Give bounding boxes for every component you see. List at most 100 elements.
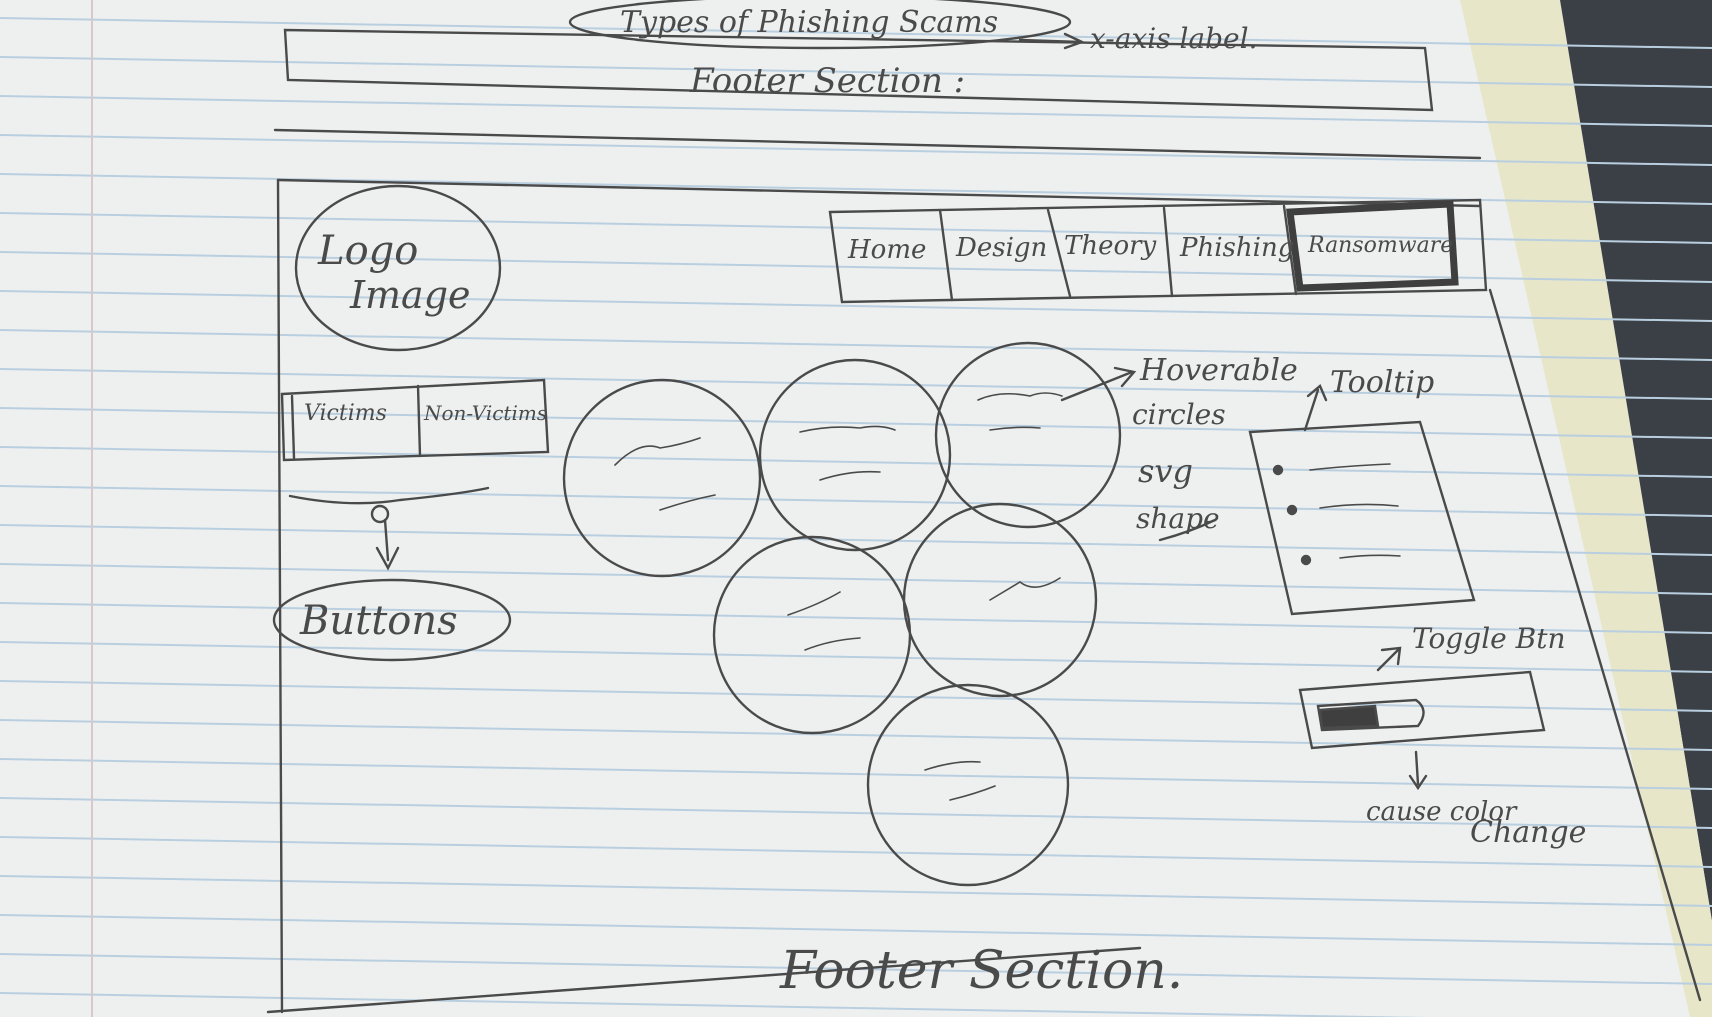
notebook-cover-edge: [1460, 0, 1712, 1017]
section-divider-2: [276, 178, 1482, 208]
circle-scribble: [924, 760, 996, 801]
tooltip-line: [1319, 503, 1399, 509]
ruled-line: [0, 407, 1712, 439]
circle-scribble: [614, 437, 716, 511]
nav-divider-1: [938, 208, 954, 302]
nav-bar: [828, 198, 1488, 304]
ruled-line: [0, 797, 1712, 829]
logo-text-line-1[interactable]: Logo: [317, 228, 418, 274]
tooltip-bullet: [1286, 504, 1298, 516]
toggle-knob[interactable]: [1318, 704, 1380, 730]
annotation-toggle: Toggle Btn: [1412, 622, 1566, 655]
segment-victims[interactable]: Victims: [304, 401, 387, 426]
main-frame: [276, 178, 1702, 1014]
footer-line: [266, 946, 1142, 1014]
annotation-svg-line-1: svg: [1138, 452, 1193, 490]
ruled-line: [0, 56, 1712, 88]
ruled-lines: [0, 17, 1712, 1017]
segment-toggle-frame: [280, 378, 550, 462]
toggle-track[interactable]: [1316, 698, 1425, 732]
hover-circle-1[interactable]: [562, 378, 762, 578]
nav-item-ransomware[interactable]: Ransomware: [1307, 233, 1453, 258]
tooltip-bullet: [1300, 554, 1312, 566]
ruled-line: [0, 992, 1427, 1017]
annotation-circles-line-2: circles: [1132, 398, 1226, 431]
toggle-arrow: [1376, 646, 1402, 672]
annotation-circles-line-1: Hoverable: [1139, 353, 1298, 388]
tooltip-line: [1339, 554, 1401, 559]
hover-circle-6[interactable]: [866, 683, 1070, 887]
segment-non-victims[interactable]: Non-Victims: [423, 401, 547, 425]
ruled-line: [0, 524, 1712, 556]
logo-text-line-2[interactable]: Image: [349, 273, 471, 317]
top-title-oval: [568, 0, 1072, 50]
buttons-label[interactable]: Buttons: [299, 598, 458, 644]
handwriting: Types of Phishing Scams x-axis label. Fo…: [299, 5, 1586, 1001]
connector-node: [370, 504, 390, 524]
dark-background: [1560, 0, 1712, 920]
ruled-line: [0, 446, 1712, 478]
nav-divider-2: [1046, 208, 1072, 298]
circle-scribble: [989, 577, 1061, 601]
ruled-line: [0, 212, 1712, 244]
nav-divider-3: [1162, 206, 1174, 298]
hover-circle-3[interactable]: [934, 341, 1122, 529]
ruled-line: [0, 680, 1712, 712]
hover-circle-2[interactable]: [758, 358, 952, 552]
nav-item-home[interactable]: Home: [847, 235, 926, 265]
segment-divider: [416, 384, 422, 458]
annotation-color-line-1: cause color: [1366, 797, 1518, 827]
nav-divider-4: [1282, 204, 1298, 296]
hover-circle-5[interactable]: [902, 502, 1098, 698]
top-footer-text: Footer Section :: [689, 61, 965, 101]
tooltip-line: [1309, 463, 1391, 471]
svg-shape-underline: [1158, 518, 1217, 542]
nav-active-item-box[interactable]: [1286, 200, 1459, 292]
connector-arrow: [375, 518, 400, 571]
tooltip-arrow: [1303, 384, 1328, 432]
color-change-arrow: [1408, 750, 1428, 791]
circles-arrow: [1060, 366, 1137, 402]
circle-scribble: [787, 591, 861, 651]
ruled-line: [0, 602, 1712, 634]
bottom-footer-text: Footer Section.: [779, 941, 1183, 1001]
axis-note-text: x-axis label.: [1090, 22, 1257, 55]
ruled-line: [0, 758, 1712, 790]
nav-item-phishing[interactable]: Phishing: [1179, 233, 1294, 263]
ruled-line: [0, 17, 1712, 49]
nav-item-design[interactable]: Design: [955, 233, 1047, 263]
ruled-line: [0, 563, 1712, 595]
nav-bar-frame: [828, 198, 1488, 304]
connector-squiggle: [288, 486, 490, 505]
ruled-line: [0, 95, 1712, 127]
ruled-line: [0, 290, 1712, 322]
annotation-svg-line-2: shape: [1136, 502, 1220, 535]
axis-arrow: [1018, 32, 1086, 50]
tooltip-box: [1248, 420, 1476, 616]
annotation-color-line-2: Change: [1470, 815, 1586, 850]
ruled-line: [0, 329, 1712, 361]
segment-left-edge: [290, 394, 296, 460]
buttons-oval[interactable]: [272, 578, 512, 662]
toggle-button-frame[interactable]: [1298, 670, 1546, 750]
ruled-line: [0, 251, 1712, 283]
ruled-line: [0, 914, 1712, 946]
nav-item-theory[interactable]: Theory: [1064, 231, 1157, 261]
section-divider-1: [273, 128, 1482, 160]
annotation-tooltip: Tooltip: [1330, 365, 1434, 400]
ruled-line: [0, 641, 1712, 673]
ruled-line: [0, 836, 1712, 868]
logo-circle[interactable]: [294, 184, 502, 352]
circle-scribble: [977, 392, 1063, 431]
tooltip-list: [1272, 463, 1401, 566]
circle-scribble: [799, 425, 896, 481]
ruled-line: [0, 485, 1712, 517]
hoverable-circles: [562, 341, 1122, 887]
ruled-line: [0, 875, 1712, 907]
ruled-line: [0, 134, 1712, 166]
tooltip-bullet: [1272, 464, 1284, 476]
ruled-line: [0, 368, 1712, 400]
ruled-line: [0, 719, 1712, 751]
